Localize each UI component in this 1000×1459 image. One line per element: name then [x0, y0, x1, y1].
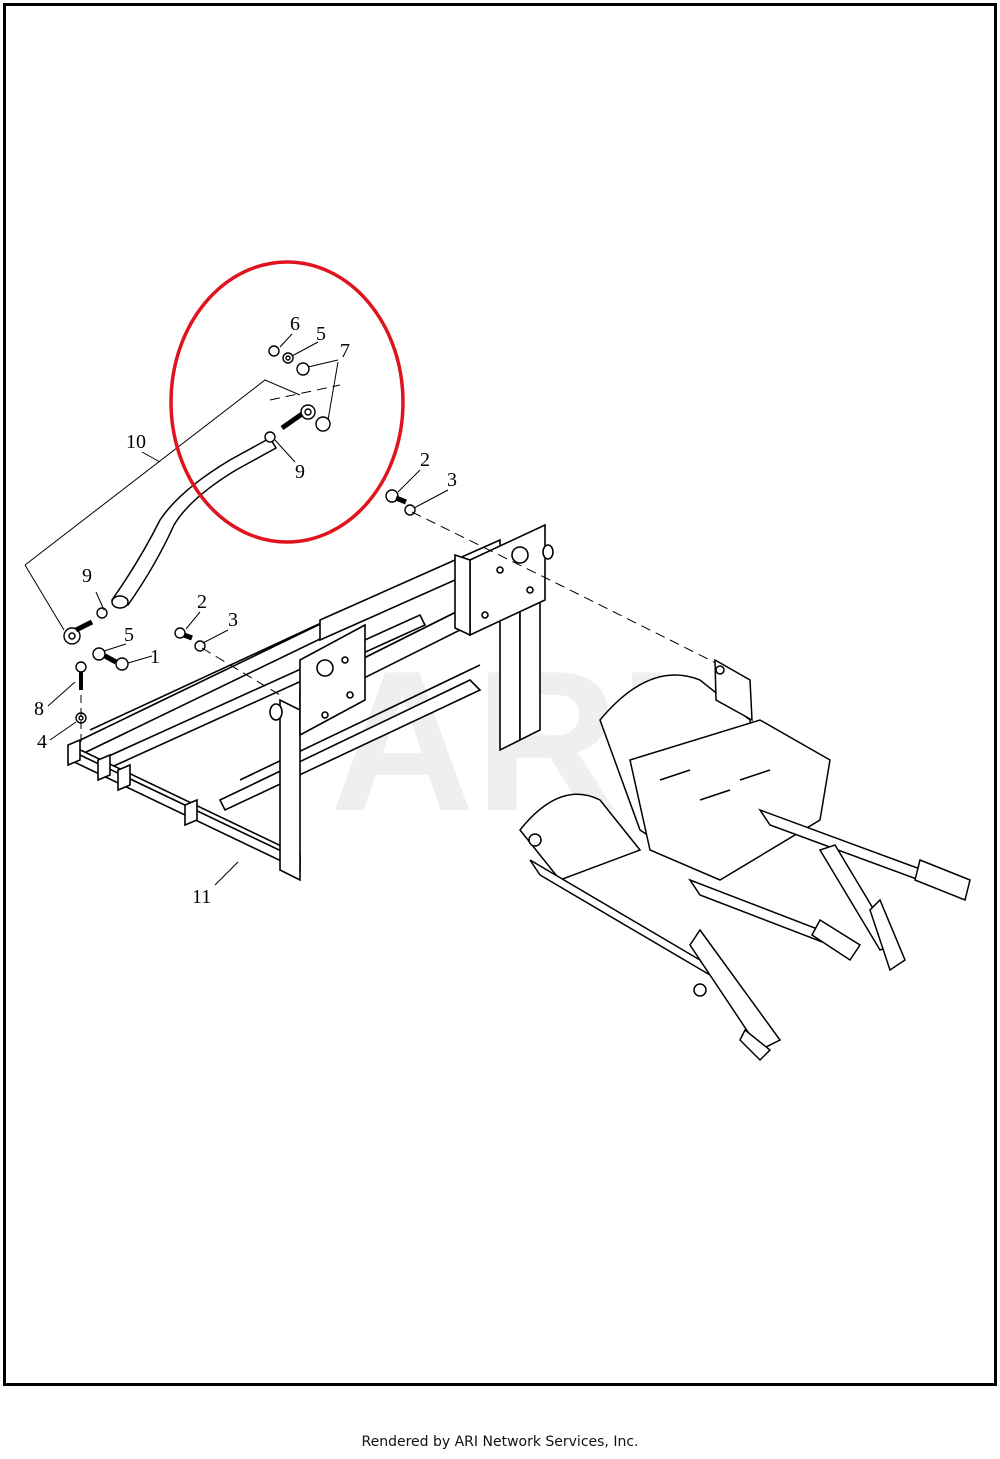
highlight-circle [169, 260, 405, 544]
callout-7: 7 [340, 340, 350, 362]
callout-9: 9 [295, 461, 305, 483]
callout-2: 2 [197, 591, 207, 613]
footer-credit: Rendered by ARI Network Services, Inc. [361, 1434, 639, 1450]
chassis [519, 658, 971, 1062]
callout-10: 10 [126, 431, 146, 453]
callout-11: 11 [192, 886, 211, 908]
callout-3: 3 [447, 469, 457, 491]
arm-10 [110, 436, 278, 609]
hardware [63, 345, 416, 724]
frame-assembly-11 [67, 523, 554, 882]
leader-lines [24, 333, 721, 886]
callout-4: 4 [37, 731, 47, 753]
callout-5: 5 [124, 624, 134, 646]
parts-diagram: ARI [24, 260, 971, 1062]
callout-labels: 6 5 7 9 10 2 3 9 2 3 5 1 8 4 11 [34, 313, 457, 908]
diagram-frame [3, 3, 997, 1386]
callout-6: 6 [290, 313, 300, 335]
callout-9: 9 [82, 565, 92, 587]
callout-2: 2 [420, 449, 430, 471]
callout-1: 1 [150, 646, 160, 668]
callout-8: 8 [34, 698, 44, 720]
callout-5: 5 [316, 323, 326, 345]
callout-3: 3 [228, 609, 238, 631]
